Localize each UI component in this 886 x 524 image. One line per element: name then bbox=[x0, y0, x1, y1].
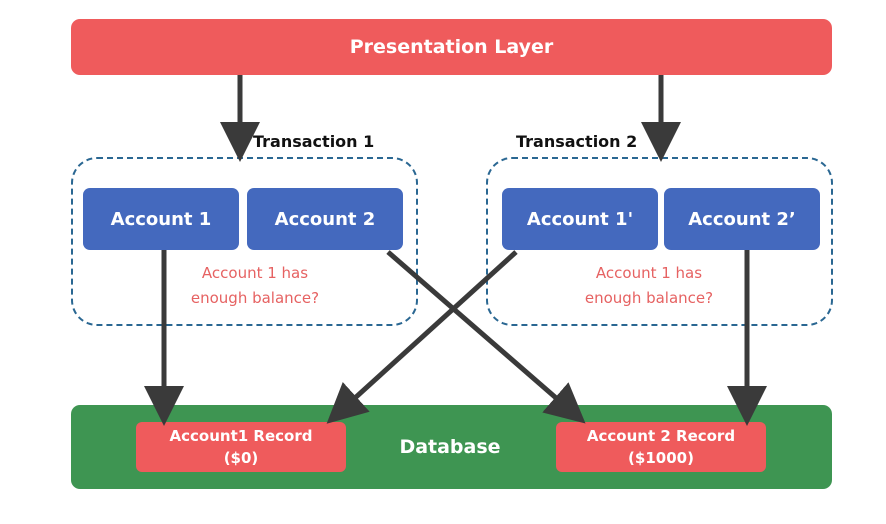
transaction-2-balance-note: Account 1 has enough balance? bbox=[549, 260, 749, 312]
note-line: Account 1 has bbox=[595, 264, 703, 282]
transaction-1-title: Transaction 1 bbox=[253, 132, 375, 151]
database-label: Database bbox=[399, 436, 501, 458]
record-name: Account 2 Record bbox=[586, 427, 736, 445]
record-value: ($0) bbox=[223, 449, 259, 467]
note-line: Account 1 has bbox=[201, 264, 309, 282]
account2-record: Account 2 Record ($1000) bbox=[556, 422, 766, 472]
transaction-2-title: Transaction 2 bbox=[516, 132, 638, 151]
record-name: Account1 Record bbox=[169, 427, 313, 445]
note-line: enough balance? bbox=[584, 289, 714, 307]
account1-record: Account1 Record ($0) bbox=[136, 422, 346, 472]
account-1: Account 1 bbox=[83, 188, 239, 250]
account-2: Account 2 bbox=[247, 188, 403, 250]
account-1-prime: Account 1' bbox=[502, 188, 658, 250]
transaction-1-balance-note: Account 1 has enough balance? bbox=[155, 260, 355, 312]
note-line: enough balance? bbox=[190, 289, 320, 307]
record-value: ($1000) bbox=[628, 449, 694, 467]
account-2-prime: Account 2’ bbox=[664, 188, 820, 250]
arrow-account-1-prime-to-record-1 bbox=[326, 250, 518, 424]
presentation-layer: Presentation Layer bbox=[71, 19, 832, 75]
arrow-account-2-to-record-2 bbox=[386, 250, 586, 424]
